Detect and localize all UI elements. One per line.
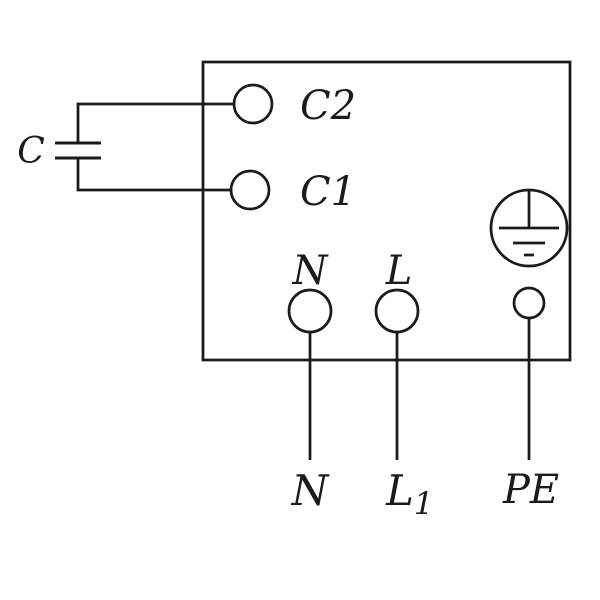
wire-line-label-subscript: 1: [414, 486, 434, 522]
terminal-pe: [512, 286, 546, 320]
terminal-l-label: L: [385, 248, 413, 294]
wire-capacitor-to-c1: [76, 158, 231, 192]
capacitor-symbol: [55, 102, 234, 192]
earth-ground-symbol: [489, 188, 569, 268]
wire-line-label-base: L: [385, 466, 414, 515]
terminal-c2: [232, 83, 274, 125]
wire-neutral-label: N: [291, 466, 330, 515]
terminal-n: [287, 288, 333, 334]
terminal-c1: [229, 169, 271, 211]
terminal-c1-label: C1: [300, 169, 356, 215]
wire-capacitor-to-c2: [76, 102, 234, 143]
terminal-n-label: N: [292, 248, 330, 294]
wire-pe-label: PE: [502, 467, 559, 513]
terminal-l: [374, 288, 420, 334]
capacitor-label: C: [17, 131, 45, 172]
wire-line-label: L1: [385, 466, 434, 522]
enclosure-box: [201, 60, 572, 362]
terminal-c2-label: C2: [300, 83, 356, 129]
